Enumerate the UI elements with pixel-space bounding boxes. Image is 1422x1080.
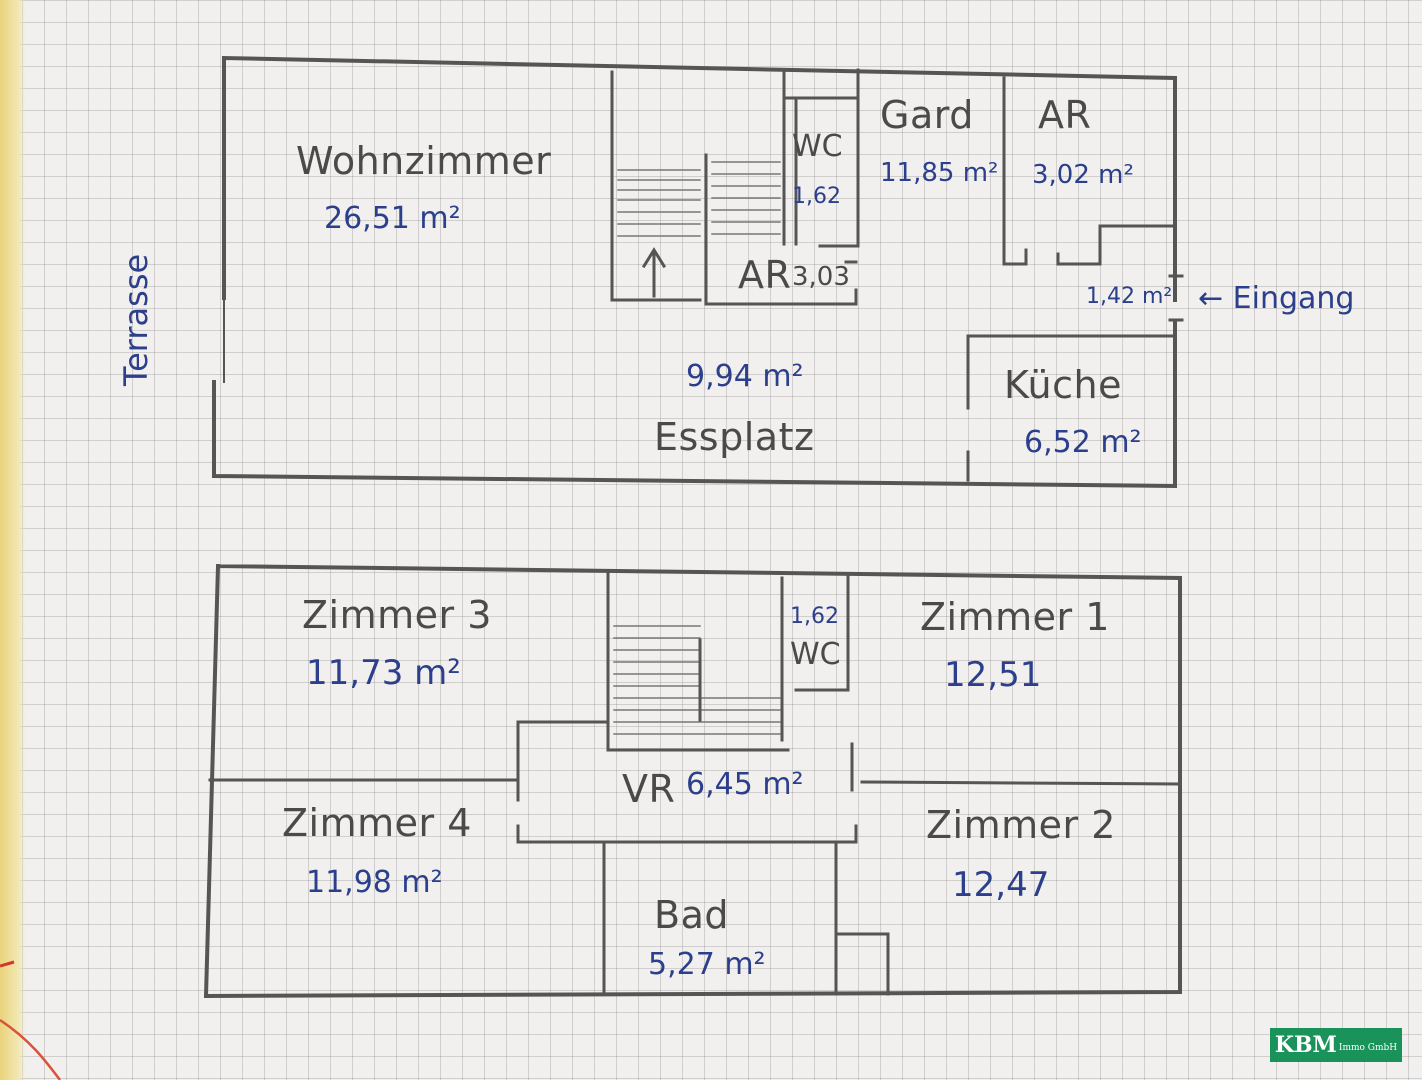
room-name-wohnzimmer: Wohnzimmer	[296, 139, 552, 183]
room-name-wc-ground: WC	[792, 129, 843, 164]
ground-stair	[610, 70, 858, 306]
room-area-bad: 5,27 m²	[648, 947, 766, 982]
room-name-ar-stair: AR	[738, 253, 792, 297]
room-name-zimmer2: Zimmer 2	[926, 803, 1116, 847]
room-area-wohnzimmer: 26,51 m²	[324, 201, 461, 236]
room-area-vr: 6,45 m²	[686, 767, 804, 802]
paper-edge	[0, 0, 26, 1080]
room-name-kueche: Küche	[1004, 363, 1122, 407]
ground-wc	[782, 68, 860, 264]
room-area-zimmer4: 11,98 m²	[306, 865, 443, 900]
room-area-gard: 11,85 m²	[880, 158, 999, 188]
room-name-bad: Bad	[654, 893, 729, 937]
room-area-zimmer1: 12,51	[944, 655, 1042, 695]
entrance-door	[1168, 274, 1184, 322]
red-cable	[0, 1018, 61, 1080]
room-name-zimmer3: Zimmer 3	[302, 593, 492, 637]
room-area-essplatz: 9,94 m²	[686, 359, 804, 394]
upper-inner-walls	[208, 570, 1180, 996]
room-name-zimmer4: Zimmer 4	[282, 801, 472, 845]
room-name-wc-upper: WC	[790, 637, 841, 672]
room-name-gard: Gard	[880, 93, 974, 137]
ground-floor-outline	[212, 55, 1177, 489]
room-area-ar-stair: 3,03	[792, 262, 850, 292]
kbm-logo: KBM Immo GmbH	[1270, 1028, 1402, 1062]
room-name-essplatz: Essplatz	[654, 415, 815, 459]
room-area-zimmer2: 12,47	[952, 865, 1050, 905]
red-mark	[0, 960, 15, 968]
room-area-wc-upper: 1,62	[790, 604, 839, 629]
room-name-ar-top: AR	[1038, 93, 1092, 137]
room-name-vr: VR	[622, 767, 676, 811]
terrace-label: Terrasse	[117, 253, 155, 386]
room-area-wc-ground: 1,62	[792, 184, 841, 209]
room-area-kueche: 6,52 m²	[1024, 425, 1142, 460]
room-area-ar-top: 3,02 m²	[1032, 160, 1134, 190]
upper-floor-outline	[203, 563, 1182, 999]
logo-sub-text: Immo GmbH	[1338, 1043, 1398, 1053]
logo-main-text: KBM	[1274, 1032, 1337, 1058]
room-area-zimmer3: 11,73 m²	[306, 653, 461, 693]
ground-ar	[1002, 76, 1174, 266]
entrance-area: 1,42 m²	[1086, 284, 1173, 309]
room-name-zimmer1: Zimmer 1	[920, 595, 1110, 639]
ground-kitchen	[966, 334, 1174, 482]
entrance-label: ← Eingang	[1198, 281, 1355, 316]
